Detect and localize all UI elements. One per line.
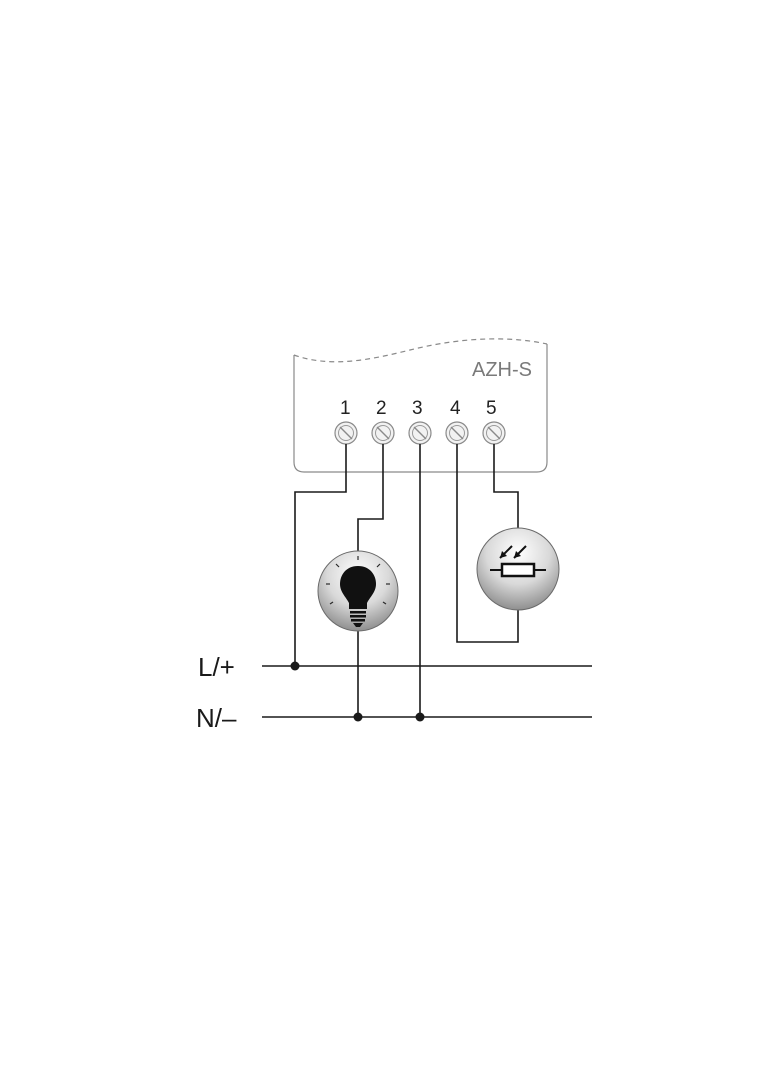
screw-terminal-1-icon [334,421,358,445]
device-model-label: AZH-S [472,359,532,381]
junction-live-terminal-1 [290,661,300,671]
wire-terminal-2 [357,444,384,552]
junction-neutral-terminal-3 [415,712,425,722]
terminal-number-5: 5 [486,398,497,419]
screw-terminal-4-icon [445,421,469,445]
light-sensor-icon [476,527,560,611]
terminal-number-3: 3 [412,398,423,419]
terminal-number-1: 1 [340,398,351,419]
wire-terminal-4 [456,444,519,643]
wires [294,444,519,717]
junction-neutral-lamp [353,712,363,722]
terminal-number-4: 4 [450,398,461,419]
live-line-label: L/+ [198,652,235,682]
wire-terminal-1 [294,444,347,666]
bus-lines: L/+ N/– [196,652,592,733]
screw-terminals [334,421,506,445]
screw-terminal-3-icon [408,421,432,445]
terminal-numbers: 1 2 3 4 5 [340,398,497,419]
wire-terminal-5 [493,444,519,528]
junctions [290,661,425,722]
screw-terminal-5-icon [482,421,506,445]
neutral-line-label: N/– [196,703,237,733]
terminal-number-2: 2 [376,398,387,419]
screw-terminal-2-icon [371,421,395,445]
lamp-icon [317,550,399,632]
